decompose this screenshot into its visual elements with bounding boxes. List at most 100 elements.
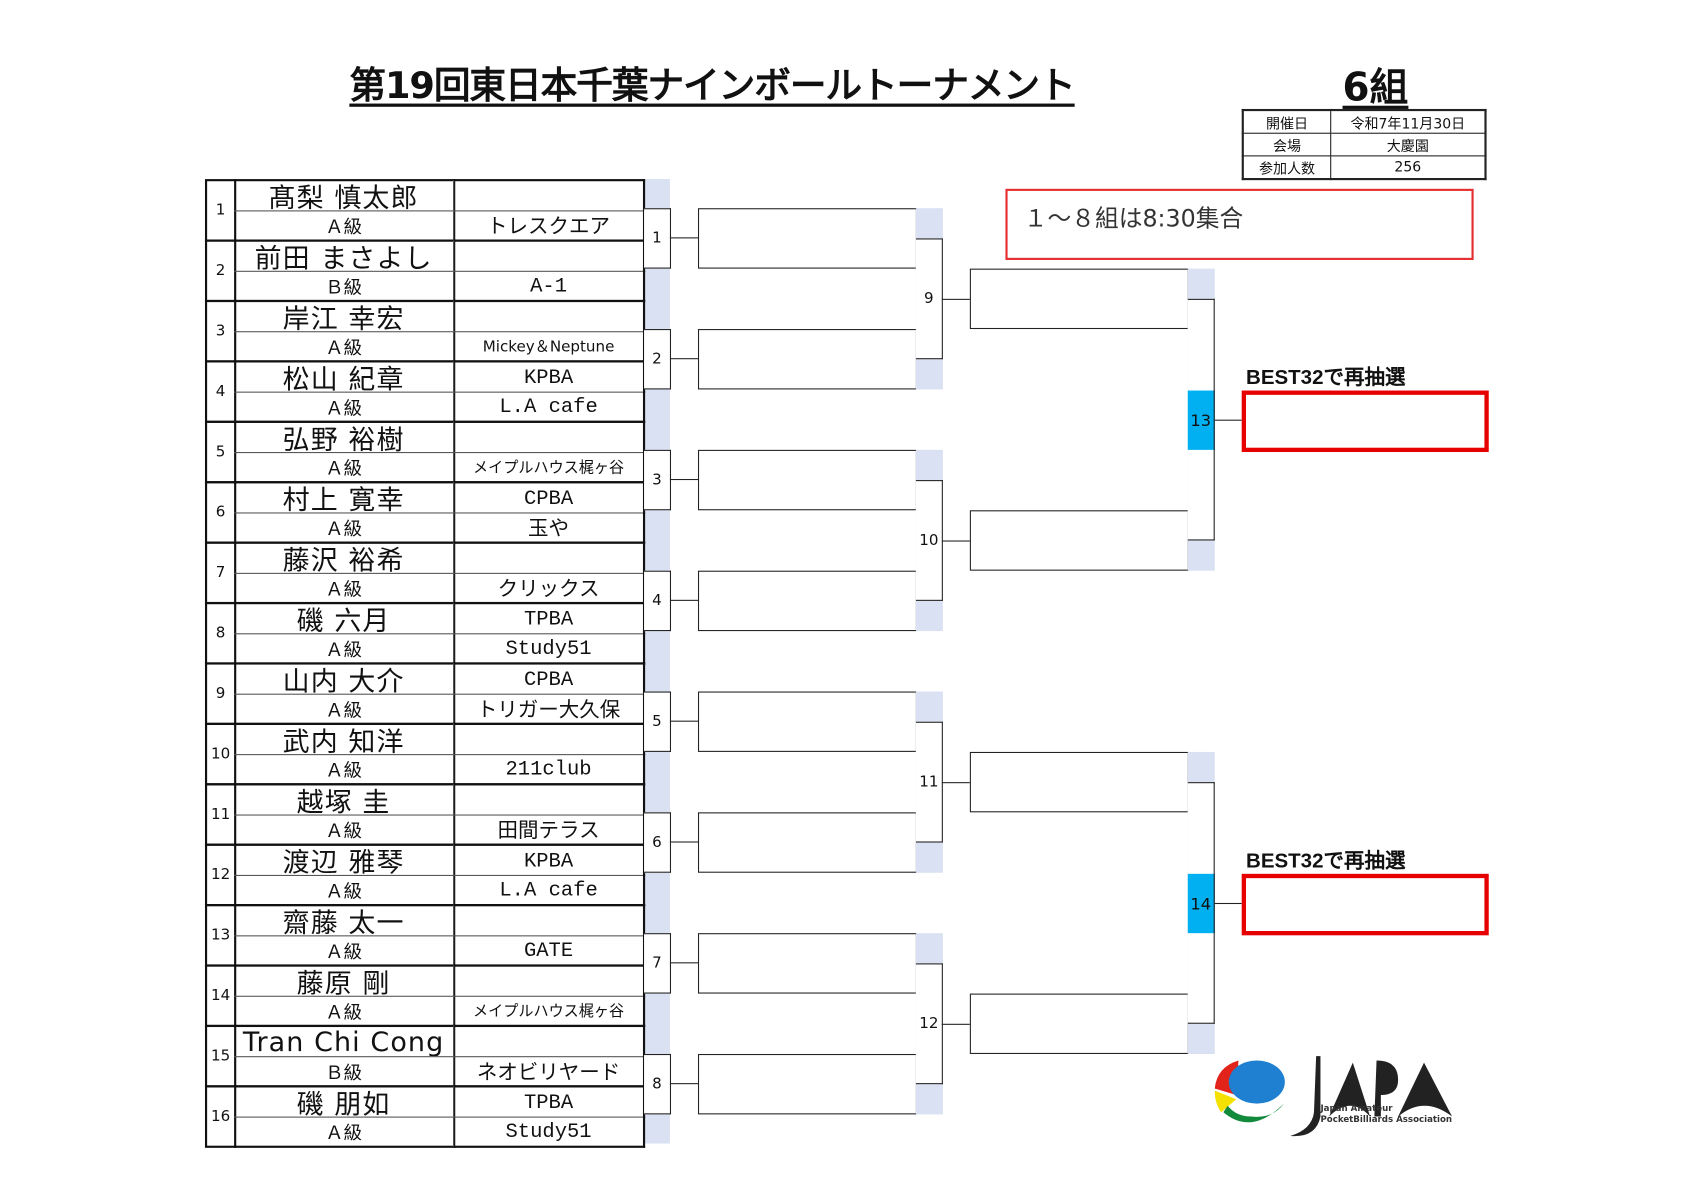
player-name: 藤原 剛 (234, 964, 456, 997)
player-number: 3 (204, 299, 237, 363)
match-number: 9 (915, 238, 943, 360)
winner-slot[interactable] (697, 1053, 917, 1115)
player-grade: Ａ級 (234, 874, 456, 907)
info-label: 参加人数 (1242, 155, 1332, 180)
match-number: 7 (644, 933, 672, 994)
player-grade: Ａ級 (234, 633, 456, 665)
player-number: 5 (204, 420, 237, 484)
player-grade: Ａ級 (234, 572, 456, 605)
player-club: メイプルハウス梶ヶ谷 (453, 452, 646, 484)
player-name: 磯 六月 (234, 601, 456, 635)
player-number: 7 (204, 541, 237, 605)
bracket-line (1214, 419, 1242, 421)
player-grade: Ａ級 (234, 754, 456, 786)
player-name: 村上 寛幸 (234, 481, 456, 514)
player-club-top: TPBA (453, 601, 646, 635)
japa-logo-icon (1214, 1056, 1453, 1137)
player-grade: Ａ級 (234, 452, 456, 484)
player-club-top (453, 722, 646, 756)
player-club-top (453, 239, 646, 272)
player-name: 髙梨 慎太郎 (234, 179, 456, 212)
player-club-top: TPBA (453, 1085, 646, 1118)
winner-slot[interactable] (969, 751, 1189, 813)
winner-slot[interactable] (697, 812, 917, 873)
winner-slot[interactable] (697, 329, 917, 390)
assembly-notice: １～８組は8:30集合 (1005, 188, 1474, 260)
player-number: 9 (204, 662, 237, 725)
winner-slot[interactable] (697, 933, 917, 994)
player-club: 田間テラス (453, 814, 646, 846)
bracket-line (941, 1023, 970, 1025)
player-number: 1 (204, 179, 237, 242)
player-grade: Ａ級 (234, 391, 456, 423)
player-number: 12 (204, 843, 237, 907)
redraw-label: BEST32で再抽選 (1246, 366, 1406, 390)
player-club-top (453, 420, 646, 454)
winner-slot[interactable] (697, 570, 917, 632)
player-name: 前田 まさよし (234, 239, 456, 272)
bracket-line (669, 841, 698, 843)
bracket-line (669, 478, 698, 481)
player-grade: Ａ級 (234, 512, 456, 544)
player-grade: Ｂ級 (234, 270, 456, 303)
bracket-line (669, 237, 698, 239)
player-club-top: CPBA (453, 662, 646, 695)
player-number: 14 (204, 964, 237, 1028)
player-club: クリックス (453, 572, 646, 605)
info-label: 開催日 (1242, 109, 1332, 134)
bracket-line (669, 358, 698, 360)
best32-slot[interactable] (1241, 873, 1489, 936)
match-number: 11 (915, 721, 943, 843)
info-label: 会場 (1242, 132, 1332, 157)
match-number-badge: 14 (1187, 873, 1215, 934)
player-number: 11 (204, 783, 237, 846)
player-name: Tran Chi Cong (234, 1024, 456, 1058)
match-number: 2 (644, 329, 672, 390)
bracket-line (669, 599, 698, 601)
bracket-line (669, 720, 698, 722)
page-title: 第19回東日本千葉ナインボールトーナメント (349, 64, 1075, 108)
player-name: 渡辺 雅琴 (234, 843, 456, 876)
player-grade: Ａ級 (234, 1116, 456, 1148)
player-grade: Ａ級 (234, 331, 456, 363)
logo-caption: Japan Amateur PocketBilliards Associatio… (1320, 1104, 1452, 1126)
strip-round1 (644, 179, 670, 1144)
group-label: 6組 (1342, 65, 1409, 111)
player-club-top (453, 964, 646, 997)
player-club: Study51 (453, 633, 646, 665)
player-club: 211club (453, 754, 646, 786)
match-number: 4 (644, 570, 672, 632)
player-club: L.A cafe (453, 391, 646, 423)
match-number: 12 (915, 963, 943, 1085)
redraw-label: BEST32で再抽選 (1246, 850, 1406, 873)
player-number: 2 (204, 239, 237, 303)
bracket-line (1214, 902, 1242, 905)
player-club: 玉や (453, 512, 646, 544)
player-club-top (453, 179, 646, 212)
info-value: 大慶園 (1330, 132, 1487, 157)
player-club-top: CPBA (453, 481, 646, 514)
match-number: 3 (644, 449, 672, 511)
player-club: Study51 (453, 1116, 646, 1148)
winner-slot[interactable] (697, 208, 917, 269)
player-name: 磯 朋如 (234, 1085, 456, 1118)
winner-slot[interactable] (697, 449, 917, 511)
player-club-top: KPBA (453, 360, 646, 393)
match-number: 10 (915, 480, 943, 601)
player-name: 藤沢 裕希 (234, 541, 456, 574)
winner-slot[interactable] (697, 691, 917, 752)
winner-slot[interactable] (969, 993, 1189, 1054)
player-name: 越塚 圭 (234, 783, 456, 816)
player-number: 16 (204, 1085, 237, 1148)
match-number: 1 (644, 208, 672, 269)
info-value: 令和7年11月30日 (1330, 109, 1487, 134)
winner-slot[interactable] (969, 510, 1189, 571)
match-number: 5 (644, 691, 672, 752)
player-grade: Ａ級 (234, 995, 456, 1028)
best32-slot[interactable] (1241, 390, 1489, 453)
player-club: トリガー大久保 (453, 693, 646, 725)
player-grade: Ｂ級 (234, 1056, 456, 1088)
player-number: 4 (204, 360, 237, 423)
winner-slot[interactable] (969, 268, 1189, 330)
